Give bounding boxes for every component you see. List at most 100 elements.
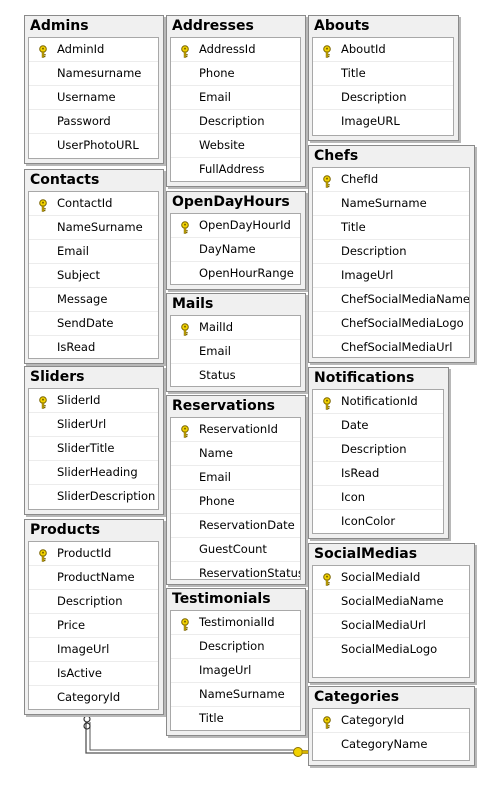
column-row[interactable]: Description: [313, 437, 443, 461]
column-row[interactable]: IsRead: [313, 461, 443, 485]
column-row[interactable]: SendDate: [29, 311, 158, 335]
primary-key-column-row[interactable]: OpenDayHourId: [171, 214, 300, 237]
column-row[interactable]: Description: [313, 85, 453, 109]
column-row[interactable]: ChefSocialMediaLogo: [313, 311, 469, 335]
column-row[interactable]: Name: [171, 441, 300, 465]
table-title[interactable]: Categories: [314, 689, 400, 705]
column-row[interactable]: SocialMediaName: [313, 589, 469, 613]
table-title[interactable]: Sliders: [30, 369, 85, 385]
column-row[interactable]: SliderHeading: [29, 460, 158, 484]
table-title[interactable]: OpenDayHours: [172, 194, 290, 210]
column-row[interactable]: Phone: [171, 489, 300, 513]
column-row[interactable]: ImageUrl: [29, 637, 158, 661]
column-row[interactable]: Password: [29, 109, 158, 133]
table-title[interactable]: Abouts: [314, 18, 370, 34]
column-row[interactable]: SliderTitle: [29, 436, 158, 460]
table-title[interactable]: Notifications: [314, 370, 415, 386]
column-row[interactable]: ChefSocialMediaUrl: [313, 335, 469, 357]
table-title[interactable]: Testimonials: [172, 591, 271, 607]
primary-key-column-row[interactable]: TestimonialId: [171, 611, 300, 634]
column-row[interactable]: Email: [29, 239, 158, 263]
column-row[interactable]: Phone: [171, 61, 300, 85]
column-row[interactable]: Namesurname: [29, 61, 158, 85]
column-row[interactable]: OpenHourRange: [171, 261, 300, 284]
column-row[interactable]: Status: [171, 363, 300, 386]
primary-key-column-row[interactable]: SocialMediaId: [313, 566, 469, 589]
column-row[interactable]: ImageUrl: [313, 263, 469, 287]
primary-key-column-row[interactable]: ReservationId: [171, 418, 300, 441]
column-row[interactable]: Price: [29, 613, 158, 637]
column-row[interactable]: Email: [171, 465, 300, 489]
column-row[interactable]: Subject: [29, 263, 158, 287]
table-title[interactable]: Reservations: [172, 398, 275, 414]
column-row[interactable]: Email: [171, 85, 300, 109]
table-title[interactable]: Products: [30, 522, 101, 538]
column-row[interactable]: Description: [313, 239, 469, 263]
column-row[interactable]: CategoryId: [29, 685, 158, 709]
table-title[interactable]: Addresses: [172, 18, 254, 34]
table-title[interactable]: Contacts: [30, 172, 100, 188]
primary-key-column-row[interactable]: AdminId: [29, 38, 158, 61]
primary-key-column-row[interactable]: ContactId: [29, 192, 158, 215]
column-row[interactable]: ImageUrl: [171, 658, 300, 682]
column-row[interactable]: Description: [171, 634, 300, 658]
column-row[interactable]: DayName: [171, 237, 300, 261]
primary-key-column-row[interactable]: AboutId: [313, 38, 453, 61]
primary-key-column-row[interactable]: ProductId: [29, 542, 158, 565]
column-row[interactable]: UserPhotoURL: [29, 133, 158, 157]
column-row[interactable]: Description: [171, 109, 300, 133]
column-row[interactable]: Website: [171, 133, 300, 157]
column-row[interactable]: IsActive: [29, 661, 158, 685]
column-row[interactable]: Date: [313, 413, 443, 437]
column-row[interactable]: SliderUrl: [29, 412, 158, 436]
column-row[interactable]: IconColor: [313, 509, 443, 533]
column-row[interactable]: SocialMediaLogo: [313, 637, 469, 661]
primary-key-column-row[interactable]: SliderId: [29, 389, 158, 412]
column-row[interactable]: SocialMediaUrl: [313, 613, 469, 637]
column-row[interactable]: Title: [313, 215, 469, 239]
column-row[interactable]: ProductName: [29, 565, 158, 589]
primary-key-column-row[interactable]: ChefId: [313, 168, 469, 191]
table-title[interactable]: Admins: [30, 18, 89, 34]
table-title[interactable]: Mails: [172, 296, 214, 312]
column-row[interactable]: CategoryName: [313, 732, 469, 756]
column-row[interactable]: Username: [29, 85, 158, 109]
column-row[interactable]: Email: [171, 339, 300, 363]
column-row[interactable]: ReservationStatus: [171, 561, 300, 579]
column-row[interactable]: NameSurname: [313, 191, 469, 215]
column-row[interactable]: Description: [29, 589, 158, 613]
column-row[interactable]: Title: [171, 706, 300, 730]
column-row[interactable]: Icon: [313, 485, 443, 509]
column-row[interactable]: Title: [313, 61, 453, 85]
column-row[interactable]: Message: [29, 287, 158, 311]
primary-key-column-row[interactable]: CategoryId: [313, 709, 469, 732]
column-row[interactable]: NameSurname: [29, 215, 158, 239]
column-row[interactable]: FullAddress: [171, 157, 300, 181]
column-row[interactable]: ImageURL: [313, 109, 453, 133]
column-row[interactable]: ReservationDate: [171, 513, 300, 537]
primary-key-column-row[interactable]: NotificationId: [313, 390, 443, 413]
column-row[interactable]: GuestCount: [171, 537, 300, 561]
primary-key-column-row[interactable]: AddressId: [171, 38, 300, 61]
column-row[interactable]: SliderDescription: [29, 484, 158, 508]
column-row[interactable]: ChefSocialMediaName: [313, 287, 469, 311]
column-row[interactable]: IsRead: [29, 335, 158, 358]
primary-key-column-row[interactable]: MailId: [171, 316, 300, 339]
table-title[interactable]: Chefs: [314, 148, 359, 164]
column-row[interactable]: NameSurname: [171, 682, 300, 706]
